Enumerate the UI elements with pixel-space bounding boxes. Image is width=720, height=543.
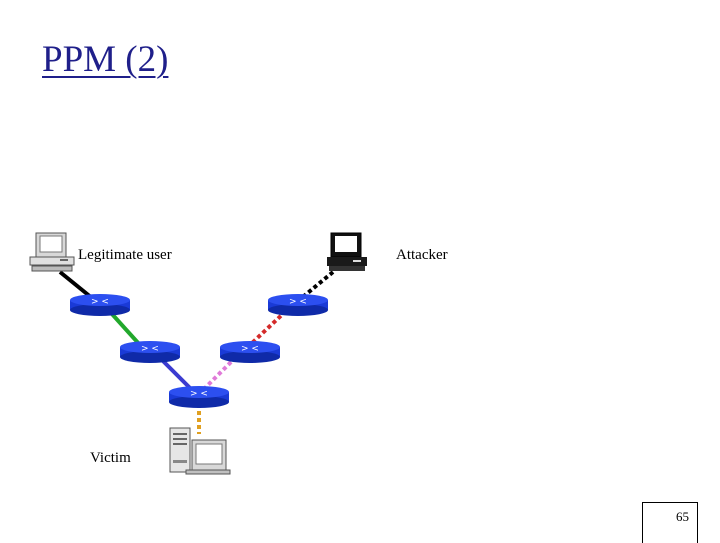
link-router4-to-router5 bbox=[203, 355, 238, 390]
svg-text:> <: > < bbox=[241, 344, 259, 354]
page-number-box: 65 bbox=[642, 502, 698, 543]
link-router2-to-router5 bbox=[158, 356, 194, 392]
svg-text:> <: > < bbox=[190, 389, 208, 399]
router-icon: > < bbox=[268, 294, 328, 316]
link-attacker-to-router3 bbox=[302, 270, 335, 298]
dark-computer-icon bbox=[327, 232, 367, 271]
svg-text:> <: > < bbox=[91, 297, 109, 307]
page-number: 65 bbox=[676, 509, 689, 524]
links bbox=[58, 270, 335, 434]
router-icon: > < bbox=[70, 294, 130, 316]
slide-title: PPM (2) bbox=[42, 39, 169, 80]
link-router1-to-router2 bbox=[110, 312, 142, 347]
link-legit-to-router1 bbox=[58, 270, 94, 300]
svg-text:> <: > < bbox=[141, 344, 159, 354]
router-icon: > < bbox=[169, 386, 229, 408]
link-router3-to-router4 bbox=[250, 309, 288, 345]
server-and-monitor-icon bbox=[169, 427, 231, 475]
label-victim: Victim bbox=[90, 450, 131, 466]
desktop-computer-icon bbox=[29, 232, 75, 272]
router-icon: > < bbox=[220, 341, 280, 363]
label-legitimate-user: Legitimate user bbox=[78, 247, 172, 263]
svg-text:> <: > < bbox=[289, 297, 307, 307]
router-icon: > < bbox=[120, 341, 180, 363]
label-attacker: Attacker bbox=[396, 247, 448, 263]
